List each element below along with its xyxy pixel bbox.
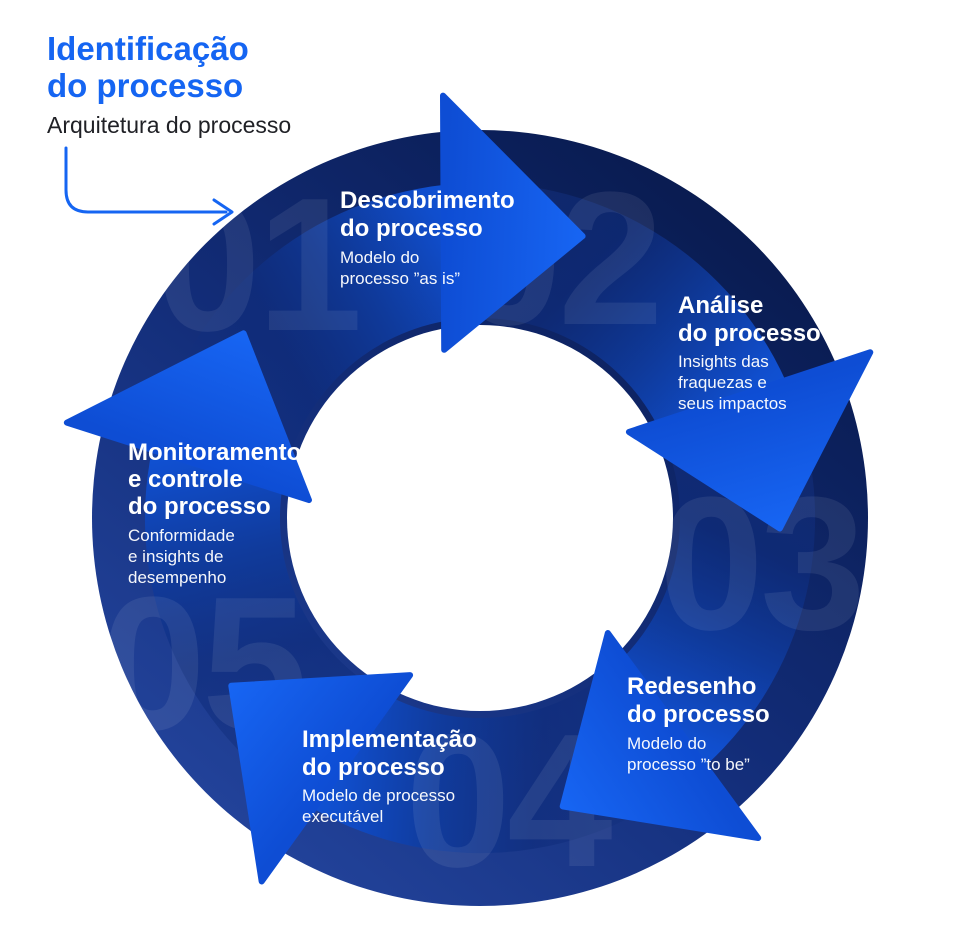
stage-5-title-line-2: e controle — [128, 466, 243, 493]
stage-2-subtitle-line-2: fraquezas e — [678, 373, 767, 392]
stage-4-title-line-2: do processo — [302, 754, 445, 781]
stage-5-label: Monitoramento e controle do processo Con… — [128, 439, 301, 587]
stage-1-subtitle-line-2: processo ”as is” — [340, 269, 460, 288]
stage-1-label: Descobrimento do processo Modelo do proc… — [340, 187, 515, 288]
stage-3-subtitle-line-2: processo ”to be” — [627, 755, 750, 774]
page-subtitle: Arquitetura do processo — [47, 112, 291, 138]
page-title-line-2: do processo — [47, 67, 243, 104]
stage-1-number: 01 — [155, 159, 358, 371]
stage-3-title-line-2: do processo — [627, 701, 770, 728]
stage-5-subtitle-line-2: e insights de — [128, 547, 223, 566]
stage-3-subtitle-line-1: Modelo do — [627, 734, 706, 753]
cycle-ring-hole — [287, 325, 673, 711]
stage-5-title-line-1: Monitoramento — [128, 439, 301, 466]
page-title-line-1: Identificação — [47, 30, 249, 67]
stage-2-subtitle-line-3: seus impactos — [678, 394, 787, 413]
stage-4-subtitle-line-2: executável — [302, 807, 383, 826]
stage-1-subtitle-line-1: Modelo do — [340, 248, 419, 267]
header: Identificação do processo Arquitetura do… — [47, 30, 291, 226]
stage-4-label: Implementação do processo Modelo de proc… — [302, 726, 477, 826]
stage-2-subtitle-line-1: Insights das — [678, 352, 769, 371]
stage-2-title-line-1: Análise — [678, 292, 763, 319]
stage-5-title-line-3: do processo — [128, 493, 271, 520]
stage-3-label: Redesenho do processo Modelo do processo… — [627, 673, 770, 774]
stage-2-title-line-2: do processo — [678, 320, 821, 347]
stage-2-label: Análise do processo Insights das fraquez… — [678, 292, 821, 413]
stage-5-subtitle-line-1: Conformidade — [128, 526, 235, 545]
stage-4-title-line-1: Implementação — [302, 726, 477, 753]
pointer-arrow-icon — [64, 146, 234, 226]
cycle-numbers: 01 02 03 04 05 — [100, 153, 865, 906]
stage-1-title-line-1: Descobrimento — [340, 187, 515, 214]
stage-4-subtitle-line-1: Modelo de processo — [302, 786, 455, 805]
stage-3-title-line-1: Redesenho — [627, 673, 756, 700]
stage-1-title-line-2: do processo — [340, 215, 483, 242]
stage-5-subtitle-line-3: desempenho — [128, 568, 226, 587]
